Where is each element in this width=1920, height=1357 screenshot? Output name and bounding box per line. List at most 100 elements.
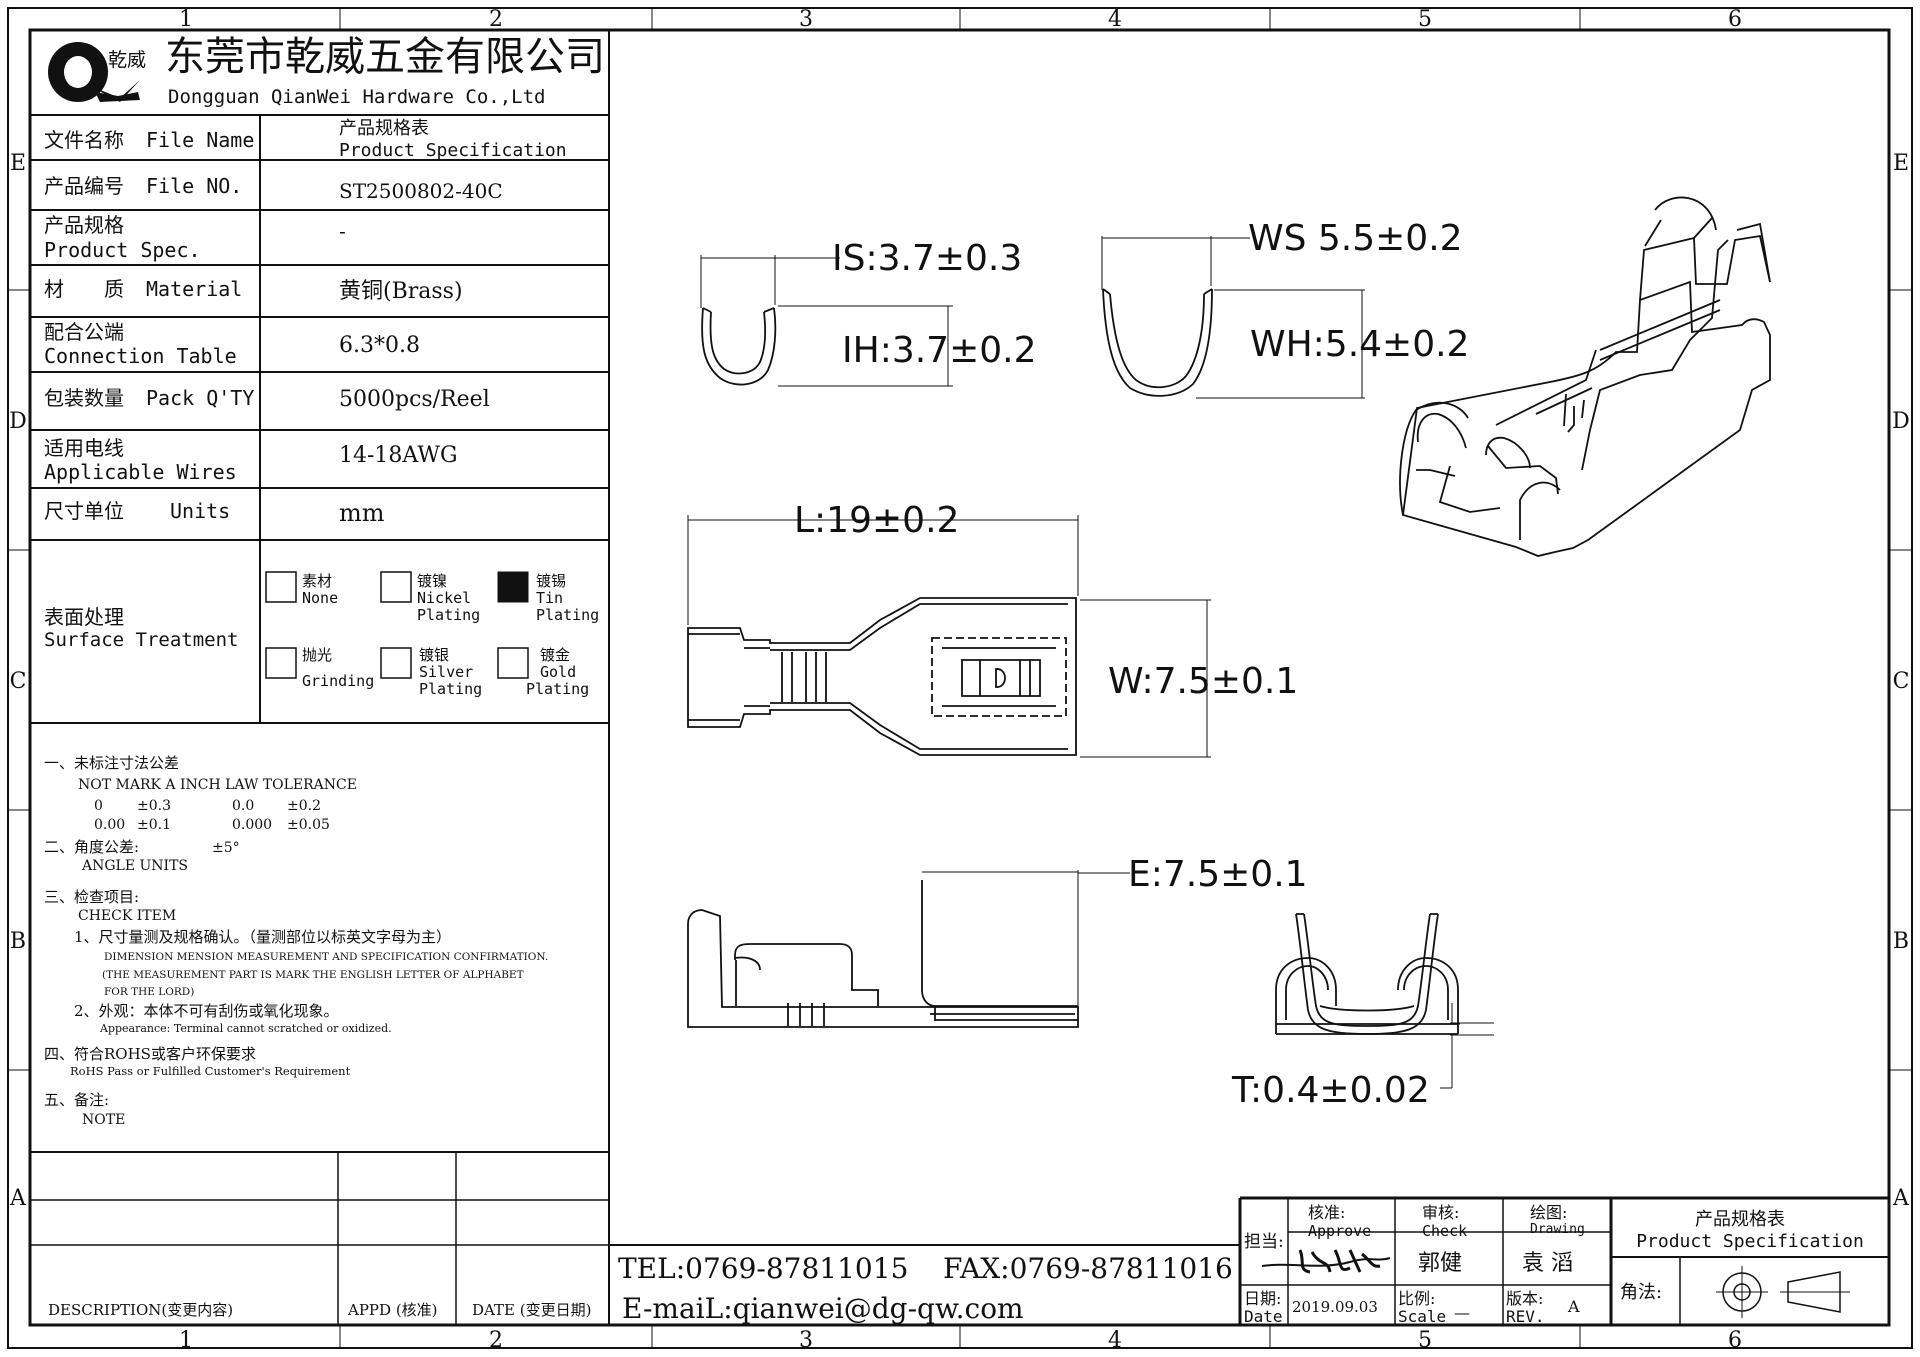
dimension-w: W:7.5±0.1 (1108, 661, 1298, 702)
note-3-2-en: Appearance: Terminal cannot scratched or… (99, 1022, 392, 1035)
svg-text:None: None (302, 589, 338, 607)
grid-labels: 1 2 3 4 5 6 1 2 3 4 5 6 E D C B A E D C … (9, 7, 1910, 1353)
spec-value: ST2500802-40C (339, 179, 503, 203)
note-3-2-cn: 2、外观：本体不可有刮伤或氧化现象。 (74, 1002, 339, 1020)
surface-checkbox[interactable] (497, 647, 529, 679)
surface-option-grinding[interactable]: 抛光 Grinding (265, 646, 374, 690)
grid-row-label: B (1893, 929, 1909, 954)
title-rev-value: A (1567, 1297, 1580, 1316)
grid-col-label: 4 (1108, 1328, 1122, 1353)
check-name: 郭健 (1418, 1251, 1462, 1276)
dimension-t: T:0.4±0.02 (1231, 1070, 1430, 1111)
note-1-cn: 一、未标注寸法公差 (44, 754, 179, 772)
grid-col-label: 5 (1418, 7, 1432, 32)
revision-desc-header: DESCRIPTION(变更内容) (48, 1301, 233, 1319)
svg-text:Plating: Plating (536, 606, 599, 624)
left-panel-frame (30, 30, 610, 1325)
title-scale-en: Scale (1398, 1307, 1446, 1326)
spec-value: mm (339, 499, 385, 527)
tolerance-value: 0.0 (232, 798, 254, 814)
svg-text:Plating: Plating (419, 680, 482, 698)
note-3-1-en: (THE MEASUREMENT PART IS MARK THE ENGLIS… (102, 969, 524, 981)
terminal-side-view (687, 870, 1130, 1028)
revision-date-header: DATE (变更日期) (472, 1301, 591, 1319)
surface-checkbox[interactable] (380, 647, 412, 679)
surface-option-nickel[interactable]: 镀镍 Nickel Plating (380, 571, 480, 624)
surface-checkbox[interactable] (380, 571, 412, 603)
terminal-front-view (1275, 913, 1494, 1089)
svg-text:Gold: Gold (540, 663, 576, 681)
dimension-is: IS:3.7±0.3 (832, 238, 1022, 279)
surface-option-silver[interactable]: 镀银 Silver Plating (380, 646, 482, 698)
grid-col-label: 6 (1728, 7, 1742, 32)
spec-label-cn: 尺寸单位 (44, 499, 124, 523)
svg-text:镀银: 镀银 (419, 646, 449, 664)
spec-value: 产品规格表 (339, 118, 429, 139)
title-rev-cn: 版本: (1506, 1289, 1543, 1308)
spec-label-cn: 文件名称 (44, 128, 124, 152)
svg-text:抛光: 抛光 (302, 646, 332, 664)
title-drawing-cn: 绘图: (1530, 1203, 1567, 1222)
title-approve-en: Approve (1308, 1222, 1371, 1240)
grid-col-label: 3 (799, 7, 813, 32)
tolerance-value: 0 (94, 798, 103, 814)
svg-text:Plating: Plating (417, 606, 480, 624)
note-3-1-cn: 1、尺寸量测及规格确认。（量测部位以标英文字母为主） (74, 928, 451, 946)
svg-text:素材: 素材 (302, 572, 332, 590)
surface-checkbox-checked[interactable] (497, 571, 529, 603)
grid-col-label: 6 (1728, 1328, 1742, 1353)
surface-option-gold[interactable]: 镀金 Gold Plating (497, 646, 589, 698)
spec-value: - (339, 219, 346, 243)
spec-label-cn: 配合公端 (44, 320, 124, 344)
title-doc-cn: 产品规格表 (1695, 1209, 1785, 1230)
projection-symbol-icon (1716, 1266, 1850, 1318)
grid-row-label: C (1893, 669, 1910, 694)
spec-label-en: Connection Table (44, 344, 237, 368)
title-date-en: Date (1244, 1307, 1283, 1326)
svg-text:Grinding: Grinding (302, 672, 374, 690)
company-name-en: Dongguan QianWei Hardware Co.,Ltd (168, 86, 546, 108)
spec-table: 文件名称 File Name 产品规格表 Product Specificati… (44, 118, 567, 527)
surface-option-tin[interactable]: 镀锡 Tin Plating (497, 571, 599, 624)
contact-email: E-maiL:qianwei@dg-qw.com (622, 1292, 1024, 1325)
dimension-e: E:7.5±0.1 (1128, 854, 1308, 895)
svg-text:Nickel: Nickel (417, 589, 471, 607)
tolerance-value: ±0.1 (137, 817, 171, 833)
grid-row-label: D (9, 409, 27, 434)
note-5-en: NOTE (82, 1112, 125, 1128)
logo-text: 乾威 (108, 49, 146, 71)
title-scale-cn: 比例: (1398, 1289, 1435, 1308)
svg-text:镀锡: 镀锡 (536, 572, 566, 590)
revision-appd-header: APPD (核准) (347, 1301, 438, 1319)
note-3-1-en: FOR THE LORD) (104, 986, 194, 998)
title-doc-en: Product Specification (1636, 1231, 1864, 1252)
grid-row-label: B (10, 929, 26, 954)
title-rev-en: REV. (1506, 1307, 1545, 1326)
spec-label-en: File NO. (146, 174, 242, 198)
note-2-cn: 二、角度公差: (44, 838, 139, 856)
tolerance-value: 0.000 (232, 817, 272, 833)
tolerance-value: ±0.2 (287, 798, 321, 814)
svg-text:镀镍: 镀镍 (417, 572, 447, 590)
surface-option-none[interactable]: 素材 None (265, 571, 338, 607)
svg-text:镀金: 镀金 (540, 646, 570, 664)
note-2-value: ±5° (212, 840, 240, 856)
approve-signature (1261, 1249, 1391, 1274)
spec-label-cn: 适用电线 (44, 436, 124, 460)
surface-checkbox[interactable] (265, 647, 297, 679)
dimension-l: L:19±0.2 (794, 500, 959, 541)
note-2-en: ANGLE UNITS (81, 858, 188, 874)
company-logo: 乾威 (48, 42, 146, 102)
title-check-cn: 审核: (1422, 1203, 1459, 1222)
contact-block: TEL:0769-87811015 FAX:0769-87811016 E-ma… (609, 1244, 1240, 1325)
surface-checkbox[interactable] (265, 571, 297, 603)
spec-label-en: Applicable Wires (44, 460, 237, 484)
company-name-cn: 东莞市乾威五金有限公司 (165, 34, 605, 80)
spec-label-cn: 产品规格 (44, 213, 124, 237)
spec-value: 黄铜(Brass) (339, 279, 463, 304)
note-4-cn: 四、符合ROHS或客户环保要求 (44, 1045, 256, 1063)
terminal-top-view (687, 515, 1211, 758)
grid-row-label: A (1892, 1186, 1910, 1211)
grid-row-label: E (10, 151, 26, 176)
spec-label-cn: 包装数量 (44, 386, 124, 410)
